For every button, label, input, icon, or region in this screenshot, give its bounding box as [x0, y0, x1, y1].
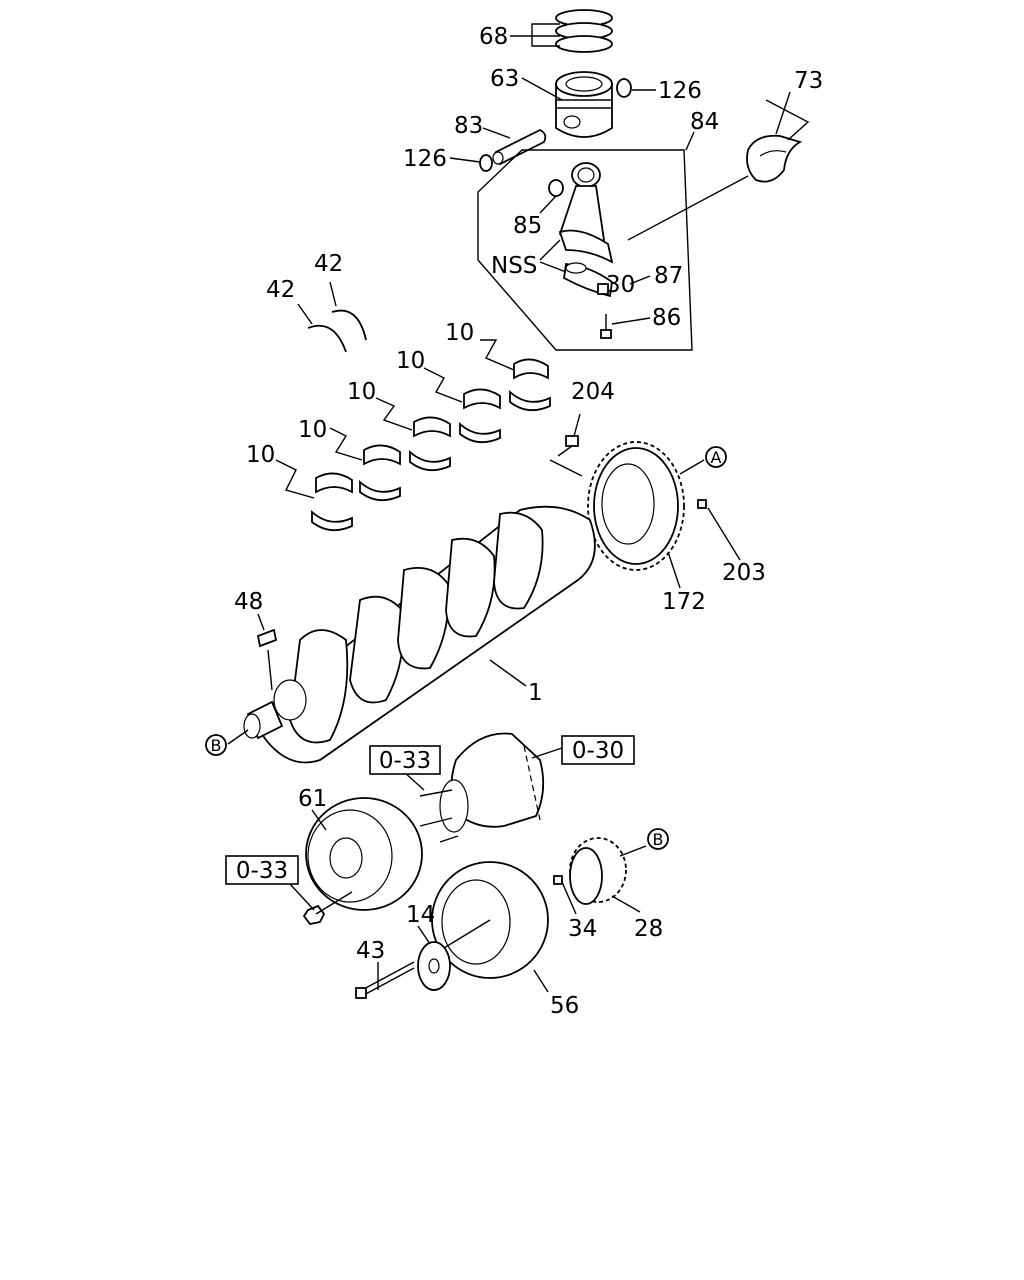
piston-rings — [555, 9, 613, 53]
callout-172: 172 — [662, 589, 706, 615]
circled-marker-b-left: B — [205, 734, 227, 756]
callout-42-right: 42 — [314, 251, 343, 277]
crankshaft-gear — [587, 441, 685, 571]
small-end-bushing — [548, 179, 564, 197]
callout-126-upper: 126 — [658, 78, 702, 104]
callout-87: 87 — [654, 263, 683, 289]
callout-28: 28 — [634, 916, 663, 942]
callout-73: 73 — [794, 68, 823, 94]
marker-letter: B — [653, 830, 664, 849]
housing-bolts — [419, 789, 459, 843]
front-housing — [439, 732, 545, 833]
piston — [555, 71, 613, 138]
callout-43: 43 — [356, 938, 385, 964]
con-rod-bolt — [600, 314, 612, 339]
pin-34 — [553, 875, 563, 885]
con-rod-nut — [597, 283, 609, 295]
marker-letter: B — [211, 736, 222, 755]
callout-48: 48 — [234, 589, 263, 615]
reference-0-33-lower: 0-33 — [225, 855, 299, 885]
callout-10-3: 10 — [347, 379, 376, 405]
callout-84: 84 — [690, 109, 719, 135]
crank-pulley-61 — [305, 797, 423, 911]
crankshaft — [243, 505, 596, 764]
callout-14: 14 — [406, 902, 435, 928]
reference-label: 0-30 — [572, 738, 624, 764]
connecting-rod — [558, 162, 614, 298]
callout-42-left: 42 — [266, 277, 295, 303]
pulley-plate-14 — [417, 941, 451, 991]
callout-1: 1 — [528, 680, 543, 706]
reference-label: 0-33 — [379, 748, 431, 774]
oil-pump-gear-28 — [569, 837, 627, 905]
callout-34: 34 — [568, 916, 597, 942]
circled-marker-b-right: B — [647, 828, 669, 850]
callout-30: 30 — [606, 272, 635, 298]
callout-nss: NSS — [491, 253, 537, 279]
piston-pin — [492, 128, 547, 165]
crankshaft-key — [256, 628, 278, 691]
callout-10-2: 10 — [396, 348, 425, 374]
callout-10-5: 10 — [246, 442, 275, 468]
callout-204: 204 — [571, 379, 615, 405]
callout-61: 61 — [298, 786, 327, 812]
callout-10-1: 10 — [445, 320, 474, 346]
callout-68: 68 — [479, 24, 508, 50]
reference-0-33-upper: 0-33 — [369, 745, 441, 775]
gear-bolt — [557, 435, 579, 457]
callout-56: 56 — [550, 993, 579, 1019]
main-bearings — [311, 358, 551, 532]
callout-126-lower: 126 — [403, 146, 447, 172]
callout-86: 86 — [652, 305, 681, 331]
callout-labels: 68 63 126 73 83 84 126 85 NSS 30 87 86 4… — [234, 24, 823, 1019]
pulley-nut — [302, 904, 326, 925]
gear-pin — [697, 499, 707, 509]
thrust-washers — [307, 309, 367, 353]
connecting-rod-box — [477, 149, 693, 351]
callout-63: 63 — [490, 66, 519, 92]
marker-letter: A — [711, 448, 722, 467]
reference-0-30: 0-30 — [561, 735, 635, 765]
callout-83: 83 — [454, 113, 483, 139]
callout-85: 85 — [513, 213, 542, 239]
con-rod-bearing-shell — [746, 134, 803, 183]
circlip-lower — [479, 154, 493, 172]
reference-label: 0-33 — [236, 858, 288, 884]
callout-10-4: 10 — [298, 417, 327, 443]
pulley-bolt-43 — [355, 961, 415, 999]
callout-203: 203 — [722, 560, 766, 586]
circlip-upper — [616, 78, 632, 98]
circled-marker-a: A — [705, 446, 727, 468]
leader-lines — [227, 23, 810, 993]
